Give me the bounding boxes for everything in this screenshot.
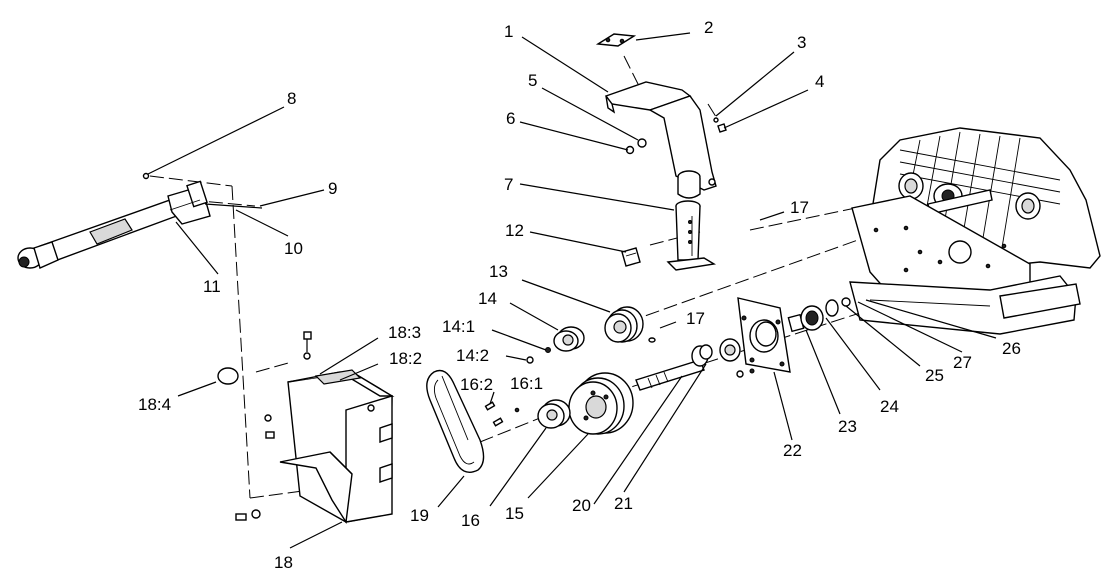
callout-25: 25 bbox=[925, 366, 944, 385]
callout-6: 6 bbox=[506, 109, 515, 128]
drive-belt-part bbox=[426, 369, 485, 473]
drive-shaft-part bbox=[17, 172, 263, 269]
callout-26: 26 bbox=[1002, 339, 1021, 358]
callout-1: 1 bbox=[504, 22, 513, 41]
callout-17-upper: 17 bbox=[790, 198, 809, 217]
callout-16: 16 bbox=[461, 511, 480, 530]
callout-labels: 1 2 3 4 5 6 7 8 9 10 11 12 13 14 14:1 14… bbox=[138, 18, 1021, 572]
callout-16-2: 16:2 bbox=[460, 375, 493, 394]
support-tube-part bbox=[621, 200, 717, 271]
machine-frame-part bbox=[849, 127, 1101, 335]
callout-2: 2 bbox=[704, 18, 713, 37]
lower-pulley-part bbox=[484, 372, 634, 435]
callout-24: 24 bbox=[880, 397, 899, 416]
callout-18-3: 18:3 bbox=[388, 323, 421, 342]
callout-14-1: 14:1 bbox=[442, 317, 475, 336]
assembly-centerlines bbox=[149, 55, 901, 499]
jack-shaft-part bbox=[635, 337, 713, 391]
callout-8: 8 bbox=[287, 89, 296, 108]
bearing-stack-part bbox=[787, 294, 870, 333]
callout-14-2: 14:2 bbox=[456, 346, 489, 365]
callout-9: 9 bbox=[328, 179, 337, 198]
callout-17-lower: 17 bbox=[686, 309, 705, 328]
callout-leaders bbox=[147, 32, 997, 549]
callout-12: 12 bbox=[505, 221, 524, 240]
callout-11: 11 bbox=[203, 277, 221, 296]
upper-pulley-part bbox=[526, 306, 644, 364]
callout-14: 14 bbox=[478, 289, 497, 308]
callout-7: 7 bbox=[504, 175, 513, 194]
callout-10: 10 bbox=[284, 239, 303, 258]
callout-22: 22 bbox=[783, 441, 802, 460]
callout-16-1: 16:1 bbox=[510, 374, 543, 393]
callout-3: 3 bbox=[797, 33, 806, 52]
bearing-plate-part bbox=[719, 297, 791, 378]
belt-guard-part bbox=[217, 331, 395, 525]
callout-15: 15 bbox=[505, 504, 524, 523]
callout-18-4: 18:4 bbox=[138, 395, 171, 414]
callout-5: 5 bbox=[528, 71, 537, 90]
upper-bracket-part bbox=[595, 33, 727, 199]
callout-23: 23 bbox=[838, 417, 857, 436]
callout-27: 27 bbox=[953, 353, 972, 372]
callout-4: 4 bbox=[815, 72, 824, 91]
callout-19: 19 bbox=[410, 506, 429, 525]
callout-18-2: 18:2 bbox=[389, 349, 422, 368]
callout-13: 13 bbox=[489, 262, 508, 281]
callout-21: 21 bbox=[614, 494, 633, 513]
callout-20: 20 bbox=[572, 496, 591, 515]
callout-18: 18 bbox=[274, 553, 293, 572]
